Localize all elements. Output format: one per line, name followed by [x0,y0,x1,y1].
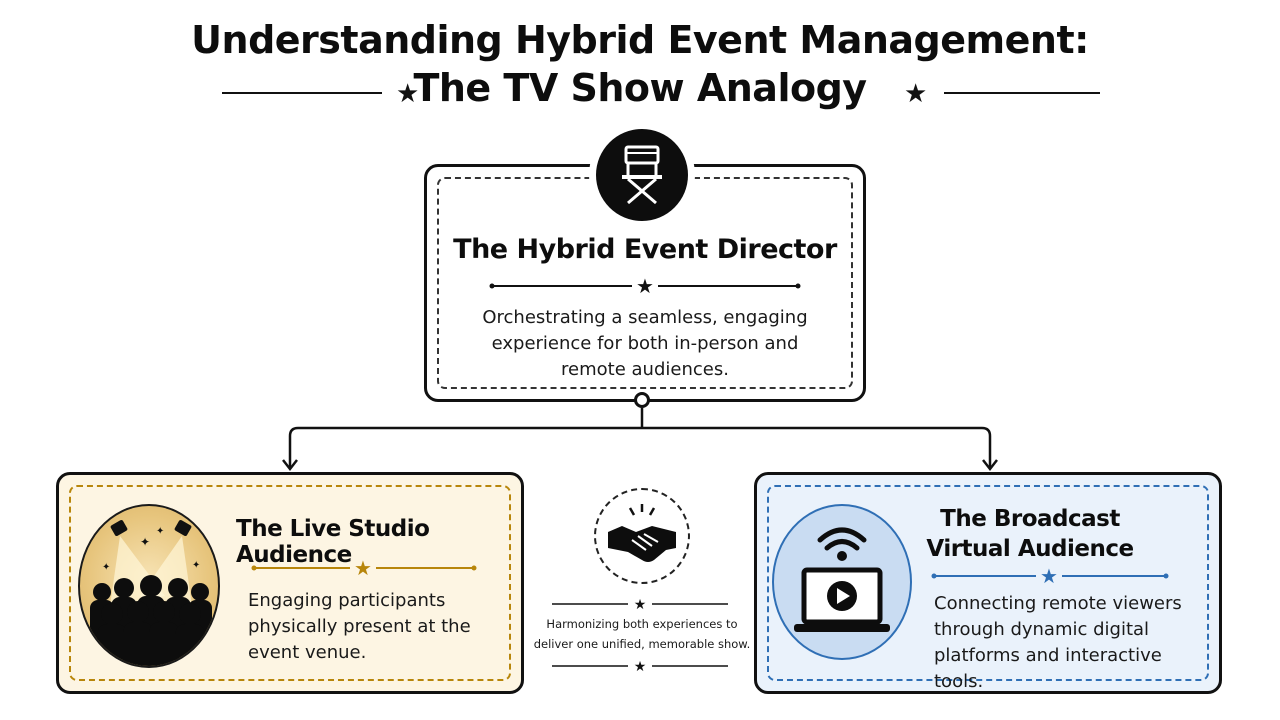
virtual-audience-card-inner [767,485,1209,681]
wifi-laptop-play-icon [772,504,912,660]
title-left-rule [222,92,382,94]
svg-text:✦: ✦ [192,560,200,571]
virtual-audience-heading-line1: The Broadcast [940,506,1120,532]
title-right-star-icon: ★ [904,78,928,108]
middle-top-divider: ★ [552,597,728,612]
spotlight-crowd-icon: ✦ ✦ ✦ ✦ [78,504,220,668]
connector-node [634,392,650,408]
svg-text:★: ★ [634,597,647,612]
virtual-audience-divider: ★ [931,566,1169,586]
director-description: Orchestrating a seamless, engaging exper… [482,307,808,380]
middle-description: Harmonizing both experiences to deliver … [533,617,751,651]
svg-text:★: ★ [1040,566,1058,586]
title-right-rule [944,92,1100,94]
director-icon-ring [589,122,695,228]
svg-text:★: ★ [634,659,647,674]
svg-text:✦: ✦ [102,562,110,573]
page-title-line1: Understanding Hybrid Event Management: [191,18,1089,62]
svg-text:✦: ✦ [140,535,150,549]
live-audience-heading: The Live Studio Audience [236,516,430,568]
director-heading: The Hybrid Event Director [453,234,837,265]
middle-bottom-divider: ★ [552,659,728,674]
page-title-line2: The TV Show Analogy [413,66,867,110]
virtual-audience-heading-line2: Virtual Audience [926,536,1134,562]
svg-text:✦: ✦ [156,526,164,537]
live-audience-card-inner [69,485,511,681]
live-audience-description: Engaging participants physically present… [248,590,471,663]
title-left-star-icon: ★ [396,78,420,108]
virtual-audience-heading: The Broadcast Virtual Audience [918,504,1142,564]
handshake-icon [594,488,690,584]
svg-text:★: ★ [636,276,654,296]
directors-chair-icon [596,129,688,221]
director-divider: ★ [489,276,801,296]
virtual-audience-description: Connecting remote viewers through dynami… [934,593,1182,692]
svg-text:★: ★ [354,558,372,578]
live-audience-divider: ★ [251,558,477,578]
